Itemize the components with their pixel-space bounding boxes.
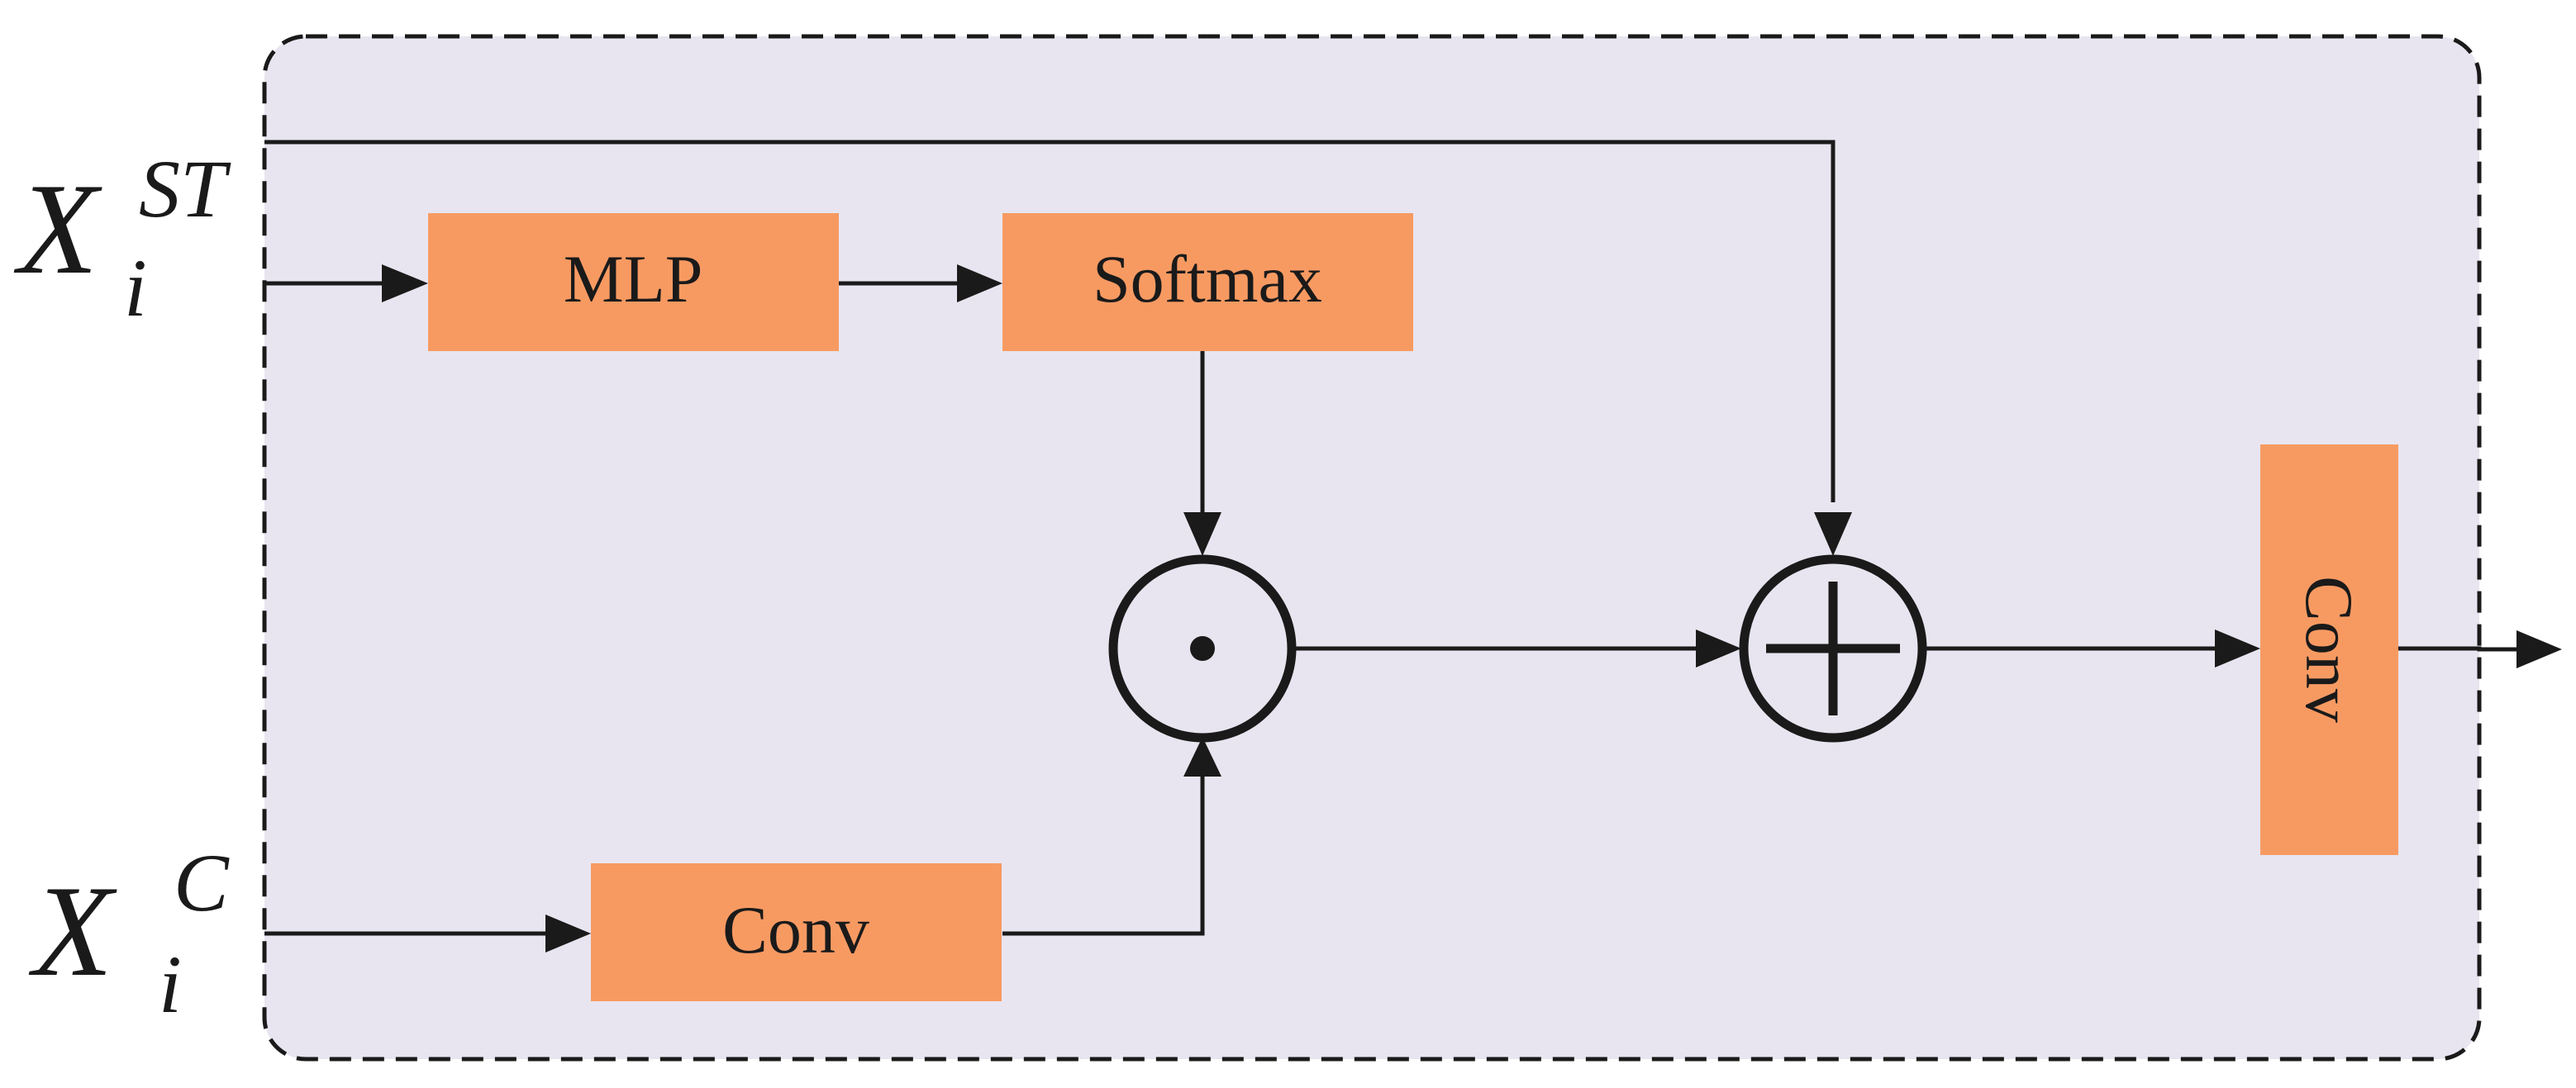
hadamard-product-icon — [1108, 554, 1297, 743]
conv-block-bottom: Conv — [591, 863, 1002, 1001]
conv-label-bottom: Conv — [722, 892, 869, 967]
conv-box-bottom — [591, 863, 1002, 1001]
element-wise-sum-icon — [1739, 554, 1927, 743]
mlp-block: MLP — [428, 213, 839, 351]
input-label-bottom: X C i — [28, 837, 230, 1030]
input-bottom-superscript: C — [174, 837, 230, 929]
mlp-box — [428, 213, 839, 351]
input-top-subscript: i — [124, 242, 147, 334]
conv-label-right: Conv — [2292, 576, 2367, 723]
input-bottom-subscript: i — [159, 938, 182, 1030]
conv-block-right: Conv — [2260, 444, 2398, 855]
arrowhead-add-top — [1814, 512, 1852, 556]
arrowhead-add-left — [1696, 630, 1741, 668]
input-top-superscript: ST — [139, 143, 231, 235]
arrowhead-conv-bottom — [545, 915, 591, 953]
arrow-conv-to-multiply — [1002, 768, 1205, 936]
arrowhead-output — [2516, 630, 2562, 668]
arrowhead-multiply-top — [1183, 512, 1221, 556]
arrowheads — [382, 264, 2562, 953]
softmax-block: Softmax — [1002, 213, 1413, 351]
arrowhead-mlp — [382, 264, 428, 302]
arrowhead-softmax — [957, 264, 1002, 302]
conv-box-right — [2260, 444, 2398, 855]
skip-connection-line — [264, 140, 1836, 502]
arrowhead-multiply-bottom — [1183, 737, 1221, 777]
connectors — [264, 140, 2529, 936]
input-bottom-base: X — [28, 859, 117, 1004]
softmax-box — [1002, 213, 1413, 351]
input-top-base: X — [13, 157, 102, 302]
softmax-label: Softmax — [1093, 241, 1322, 316]
input-label-top: X ST i — [13, 143, 231, 334]
mlp-label: MLP — [564, 241, 703, 316]
arrowhead-conv-right — [2215, 630, 2260, 668]
